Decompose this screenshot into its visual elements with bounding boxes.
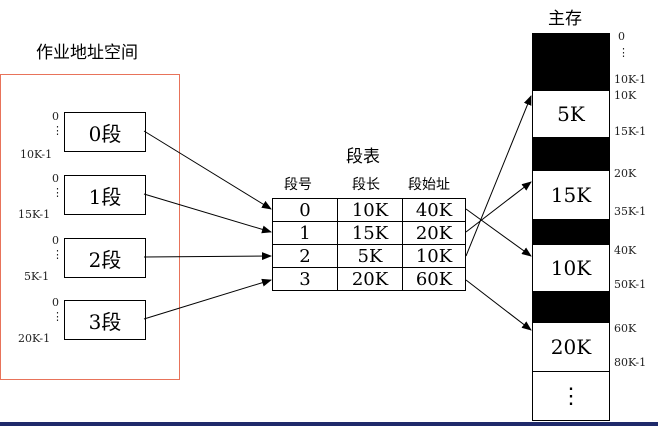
addr-label: 60K [614, 322, 637, 335]
arrow-seg1-to-row1 [143, 193, 272, 234]
seg0-end: 10K-1 [20, 148, 53, 161]
seg0-start: 0 [52, 110, 59, 123]
segment-table-title: 段表 [346, 147, 380, 167]
arrow-row1-to-15k [465, 181, 532, 233]
segment-0-box: 0段 [64, 112, 146, 152]
table-cell: 20K [402, 221, 466, 245]
arrow-row2-to-5k [465, 95, 532, 257]
table-cell: 10K [337, 198, 403, 222]
table-cell: 40K [402, 198, 466, 222]
arrow-row0-to-10k [465, 208, 532, 257]
memory-block-label: 10K [550, 256, 592, 280]
memory-title: 主存 [548, 9, 582, 29]
addr-label: 80K-1 [614, 356, 647, 369]
memory-block-os [532, 33, 610, 90]
segment-0-label: 0段 [88, 121, 122, 146]
col-header-seg-no: 段号 [284, 177, 312, 193]
memory-block-used [532, 138, 610, 170]
job-space-title: 作业地址空间 [36, 43, 138, 63]
arrow-seg2-to-row2 [143, 252, 272, 261]
memory-block-used [532, 292, 610, 322]
addr-label: 10K-1 [614, 73, 647, 86]
table-cell: 60K [402, 267, 466, 291]
memory-block-used [532, 220, 610, 244]
seg0-dots: ⋮ [52, 124, 63, 137]
col-header-seg-len: 段长 [352, 177, 380, 193]
memory-block-label: 5K [557, 102, 585, 126]
seg3-start: 0 [52, 296, 59, 309]
arrow-seg3-to-row3 [143, 278, 272, 320]
memory-block-10k: 10K [532, 244, 610, 292]
col-header-seg-base: 段始址 [408, 177, 450, 193]
segment-3-box: 3段 [64, 300, 146, 340]
seg3-end: 20K-1 [18, 332, 51, 345]
table-cell: 2 [272, 244, 338, 268]
seg1-end: 15K-1 [18, 208, 51, 221]
memory-block-label: 20K [550, 335, 592, 359]
arrow-row3-to-20k [465, 279, 532, 331]
seg2-dots: ⋮ [52, 248, 63, 261]
table-cell: 5K [337, 244, 403, 268]
segment-2-label: 2段 [88, 247, 122, 272]
addr-label: 10K [614, 89, 637, 102]
table-cell: 20K [337, 267, 403, 291]
seg1-start: 0 [52, 172, 59, 185]
bottom-bar [0, 422, 658, 426]
table-cell: 10K [402, 244, 466, 268]
memory-block-5k: 5K [532, 90, 610, 138]
segment-1-label: 1段 [88, 184, 122, 209]
segment-1-box: 1段 [64, 175, 146, 215]
memory-block-15k: 15K [532, 170, 610, 220]
memory-block-more: ⋮ [532, 371, 610, 421]
addr-label: 40K [614, 244, 637, 257]
job-space-frame [0, 74, 180, 380]
addr-label: ⋮ [618, 46, 629, 59]
addr-label: 0 [618, 30, 625, 43]
addr-label: 50K-1 [614, 278, 647, 291]
addr-label: 20K [614, 167, 637, 180]
seg2-end: 5K-1 [24, 270, 50, 283]
segment-2-box: 2段 [64, 238, 146, 278]
memory-block-label: 15K [550, 183, 592, 207]
seg3-dots: ⋮ [52, 310, 63, 323]
table-cell: 3 [272, 267, 338, 291]
arrow-seg0-to-row0 [143, 130, 272, 210]
addr-label: 15K-1 [614, 125, 647, 138]
seg2-start: 0 [52, 234, 59, 247]
memory-more-dots: ⋮ [560, 383, 582, 409]
segment-3-label: 3段 [88, 309, 122, 334]
seg1-dots: ⋮ [52, 186, 63, 199]
table-cell: 15K [337, 221, 403, 245]
addr-label: 35K-1 [614, 205, 647, 218]
